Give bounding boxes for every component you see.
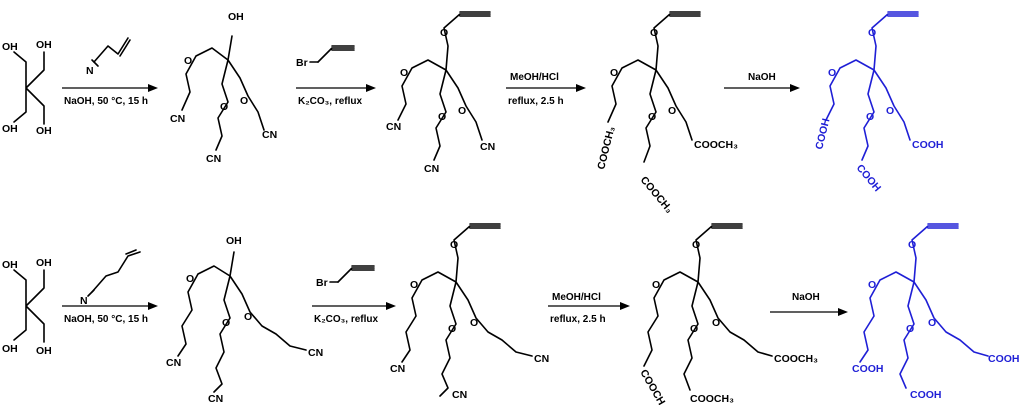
oh-label: OH [2,41,18,53]
cooch3-label: COOCH₃ [595,125,617,171]
oh-label: OH [36,39,52,51]
cooch3-label: COOCH₃ [638,174,676,215]
ether-o-label: O [410,279,418,291]
ether-o-label: O [458,105,466,117]
triacid-row2: O O O O COOH COOH COOH [852,223,1020,401]
oh-label: OH [36,125,52,137]
ether-o-label: O [908,239,916,251]
ether-o-label: O [240,95,248,107]
triacid-row1: O O O O COOH COOH COOH [813,11,944,194]
oh-label: OH [36,257,52,269]
bromine-label: Br [296,57,308,69]
step2-conditions: K₂CO₃, reflux [314,314,379,325]
ether-o-label: O [712,317,720,329]
ether-o-label: O [652,279,660,291]
trinitrile-alcohol-row1: OH O O O CN CN CN [170,11,277,165]
nitrile-n-label: N [80,295,88,307]
cn-label: CN [166,357,181,369]
ether-o-label: O [906,323,914,335]
cooch3-label: COOCH₃ [637,368,669,405]
cooh-label: COOH [854,162,883,194]
step3-conditions: reflux, 2.5 h [550,314,606,325]
bromine-label: Br [316,277,328,289]
ether-o-label: O [868,279,876,291]
ether-o-label: O [610,67,618,79]
cn-label: CN [262,129,277,141]
cn-label: CN [170,113,185,125]
cn-label: CN [424,163,439,175]
ether-o-label: O [184,55,192,67]
step1-arrow-row2: N NaOH, 50 °C, 15 h [62,249,158,325]
trimethylester-row2: O O O O COOCH₃ COOCH₃ COOCH₃ [637,223,818,405]
cn-label: CN [206,153,221,165]
step4-arrow-row1: NaOH [724,72,800,92]
ether-o-label: O [692,239,700,251]
cn-label: CN [390,363,405,375]
cooh-label: COOH [813,117,832,150]
step1-conditions: NaOH, 50 °C, 15 h [64,96,148,107]
step3-arrow-row1: MeOH/HCl reflux, 2.5 h [506,72,586,107]
step2-conditions: K₂CO₃, reflux [298,96,363,107]
ether-o-label: O [450,239,458,251]
step3-conditions: reflux, 2.5 h [508,96,564,107]
propargyl-trinitrile-row2: O O O O CN CN CN [390,223,549,401]
pentaerythritol-row2: OH OH OH OH [2,257,52,357]
step4-arrow-row2: NaOH [770,292,848,316]
ether-o-label: O [886,105,894,117]
ether-o-label: O [448,323,456,335]
oh-label: OH [2,259,18,271]
ether-o-label: O [438,111,446,123]
cooch3-label: COOCH₃ [690,393,734,405]
ether-o-label: O [690,323,698,335]
step3-reagent: MeOH/HCl [510,72,559,83]
ether-o-label: O [244,311,252,323]
oh-label: OH [2,343,18,355]
ether-o-label: O [868,27,876,39]
cn-label: CN [534,353,549,365]
trimethylester-row1: O O O O COOCH₃ COOCH₃ COOCH₃ [595,11,738,216]
step4-reagent: NaOH [792,292,820,303]
ether-o-label: O [928,317,936,329]
trinitrile-alcohol-row2: OH O O O CN CN CN [166,235,323,405]
ether-o-label: O [400,67,408,79]
step2-arrow-row1: Br K₂CO₃, reflux [296,45,376,107]
ether-o-label: O [222,317,230,329]
cooh-label: COOH [988,353,1020,365]
step3-arrow-row2: MeOH/HCl reflux, 2.5 h [548,292,630,325]
pentaerythritol-row1: OH OH OH OH [2,39,52,137]
step1-arrow-row1: N NaOH, 50 °C, 15 h [62,37,158,107]
cn-label: CN [386,121,401,133]
ether-o-label: O [440,27,448,39]
cn-label: CN [208,393,223,405]
oh-label: OH [36,345,52,357]
oh-label: OH [226,235,242,247]
ether-o-label: O [470,317,478,329]
step4-reagent: NaOH [748,72,776,83]
cooh-label: COOH [852,363,884,375]
cooch3-label: COOCH₃ [694,139,738,151]
ether-o-label: O [650,27,658,39]
ether-o-label: O [220,101,228,113]
cn-label: CN [308,347,323,359]
cooh-label: COOH [912,139,944,151]
oh-label: OH [228,11,244,23]
ether-o-label: O [828,67,836,79]
ether-o-label: O [186,273,194,285]
oh-label: OH [2,123,18,135]
step3-reagent: MeOH/HCl [552,292,601,303]
ether-o-label: O [648,111,656,123]
ether-o-label: O [866,111,874,123]
cn-label: CN [452,389,467,401]
nitrile-n-label: N [86,65,94,77]
step2-arrow-row2: Br K₂CO₃, reflux [312,265,396,325]
ether-o-label: O [668,105,676,117]
cn-label: CN [480,141,495,153]
propargyl-trinitrile-row1: O O O O CN CN CN [386,11,495,175]
cooh-label: COOH [910,389,942,401]
cooch3-label: COOCH₃ [774,353,818,365]
step1-conditions: NaOH, 50 °C, 15 h [64,314,148,325]
